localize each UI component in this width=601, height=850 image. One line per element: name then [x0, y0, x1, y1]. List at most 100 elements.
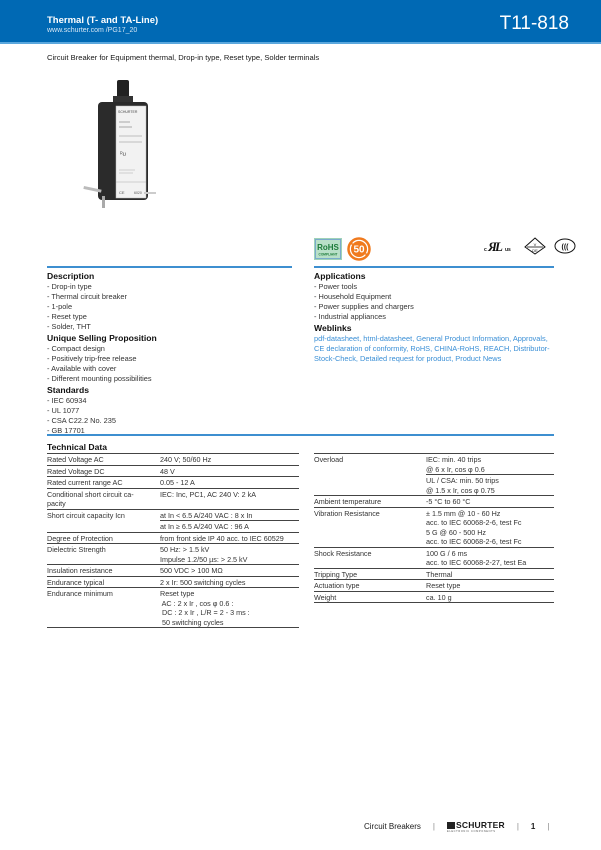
list-item: - Available with cover [47, 364, 117, 373]
svg-text:Я: Я [487, 239, 498, 254]
rohs-compliant-icon: RoHS COMPLIANT [314, 238, 342, 260]
spec-value-line: UL / CSA: min. 50 trips [426, 476, 499, 485]
spec-value-line: 0.05 - 12 A [160, 478, 195, 487]
spec-value: -5 °C to 60 °C [426, 496, 554, 507]
spec-value-line: 50 Hz: > 1.5 kV [160, 545, 210, 554]
list-item: - Reset type [47, 312, 87, 321]
spec-value-line: AC : 2 x Ir , cos φ 0.6 : [160, 598, 234, 608]
product-image: SCHURTER ᴿᴜ CE 6020 [83, 80, 156, 208]
svg-text:DE: DE [532, 248, 538, 253]
spec-value-line: 48 V [160, 466, 175, 476]
spec-value-line: Reset type [426, 581, 461, 590]
spec-value-line: acc. to IEC 60068-2-6, test Fc [426, 518, 522, 527]
spec-value-group: 240 V; 50/60 Hz [160, 454, 299, 465]
weblinks-heading: Weblinks [314, 323, 352, 333]
spec-value-line: 240 V; 50/60 Hz [160, 455, 212, 464]
spec-value-group: Thermal [426, 569, 554, 580]
table-row: Vibration Resistance± 1.5 mm @ 10 - 60 H… [314, 508, 554, 548]
spec-label: Endurance minimum [47, 588, 160, 627]
weblink-line[interactable]: CE declaration of conformity, RoHS, CHIN… [314, 344, 550, 353]
page-number: 1 [530, 822, 536, 831]
spec-value-line: Thermal [426, 569, 453, 579]
product-series: Thermal (T- and TA-Line) [47, 15, 159, 26]
schurter-logo: SCHURTER ELECTRONIC COMPONENTS [446, 820, 505, 833]
weblink-line[interactable]: Stock-Check, Detailed request for produc… [314, 354, 502, 363]
page-footer: Circuit Breakers | SCHURTER ELECTRONIC C… [364, 820, 561, 833]
spec-label: Tripping Type [314, 569, 426, 580]
spec-value: Reset type AC : 2 x Ir , cos φ 0.6 : DC … [160, 588, 299, 627]
standards-heading: Standards [47, 385, 90, 395]
list-item: - Industrial appliances [314, 312, 386, 321]
spec-value-line: at In ≥ 6.5 A/240 VAC : 96 A [160, 522, 249, 531]
spec-value-group: IEC: min. 40 trips@ 6 x Ir, cos φ 0.6 [426, 454, 554, 475]
footer-separator: | [516, 822, 519, 831]
spec-label: Conditional short circuit ca-pacity [47, 489, 160, 509]
weblinks-list: pdf-datasheet, html-datasheet, General P… [314, 334, 564, 364]
spec-value-group: IEC: Inc, PC1, AC 240 V: 2 kA [160, 489, 299, 500]
weblink-line[interactable]: pdf-datasheet, html-datasheet, General P… [314, 334, 548, 343]
spec-label-line: Rated Voltage DC [47, 466, 105, 476]
spec-value: IEC: Inc, PC1, AC 240 V: 2 kA [160, 489, 299, 509]
technical-data-heading: Technical Data [47, 442, 108, 452]
list-item: - Thermal circuit breaker [47, 292, 127, 301]
list-item: - Drop-in type [47, 282, 92, 291]
footer-category: Circuit Breakers [364, 822, 421, 831]
svg-text:ᴿᴜ: ᴿᴜ [120, 151, 126, 158]
spec-label: Shock Resistance [314, 548, 426, 568]
china-rohs-50-icon: 50 [347, 237, 371, 261]
spec-label-line: Actuation type [314, 581, 360, 590]
footer-brand-sub: ELECTRONIC COMPONENTS [446, 830, 496, 833]
table-row: Short circuit capacity Icn at In < 6.5 A/… [47, 510, 299, 533]
spec-label: Endurance typical [47, 577, 160, 588]
spec-label-line: Endurance minimum [47, 589, 113, 598]
spec-value: Reset type [426, 580, 554, 591]
usp-heading: Unique Selling Proposition [47, 333, 157, 343]
spec-value-line: IEC: Inc, PC1, AC 240 V: 2 kA [160, 489, 257, 499]
section-divider [47, 434, 554, 436]
certifications-left: RoHS COMPLIANT 50 [314, 237, 371, 261]
series-url[interactable]: www.schurter.com /PG17_20 [47, 27, 138, 34]
spec-value-group: -5 °C to 60 °C [426, 496, 554, 507]
svg-text:us: us [505, 247, 511, 253]
section-divider [47, 266, 292, 268]
spec-value-line: DC : 2 x Ir , L/R = 2 - 3 ms : [160, 608, 250, 617]
list-item: - Power supplies and chargers [314, 302, 414, 311]
left-info-column: Description - Drop-in type - Thermal cir… [47, 270, 292, 436]
spec-value-group: 2 x Ir: 500 switching cycles [160, 577, 299, 588]
vde-icon: V DE [524, 237, 546, 255]
spec-label-line: Short circuit capacity Icn [47, 510, 125, 520]
spec-label-line: Overload [314, 455, 344, 464]
spec-value-group: at In < 6.5 A/240 VAC : 8 x In [160, 510, 299, 521]
svg-text:50: 50 [353, 245, 365, 256]
spec-label-line: Conditional short circuit ca- [47, 489, 134, 499]
svg-text:CE: CE [119, 190, 125, 195]
page-header: Thermal (T- and TA-Line) www.schurter.co… [0, 0, 601, 44]
spec-value-line: Impulse 1.2/50 µs: > 2.5 kV [160, 554, 248, 564]
spec-label: Rated Voltage AC [47, 454, 160, 465]
spec-value: 240 V; 50/60 Hz [160, 454, 299, 465]
table-row: Endurance minimum Reset type AC : 2 x Ir … [47, 588, 299, 628]
technical-data-table-right: Overload IEC: min. 40 trips@ 6 x Ir, cos … [314, 453, 554, 603]
svg-text:c: c [484, 247, 487, 253]
footer-separator: | [547, 822, 550, 831]
schurter-logo-icon [446, 821, 455, 829]
spec-label: Weight [314, 592, 426, 603]
spec-value: 500 VDC > 100 MΩ [160, 565, 299, 576]
spec-value-line: 50 switching cycles [160, 617, 224, 627]
table-row: Ambient temperature-5 °C to 60 °C [314, 496, 554, 508]
spec-value-group: UL / CSA: min. 50 trips@ 1.5 x Ir, cos φ… [426, 475, 554, 495]
list-item: - UL 1077 [47, 406, 80, 415]
spec-value-group: Reset type [426, 580, 554, 591]
spec-value-group: Reset type AC : 2 x Ir , cos φ 0.6 : DC … [160, 588, 299, 627]
list-item: - IEC 60934 [47, 396, 87, 405]
